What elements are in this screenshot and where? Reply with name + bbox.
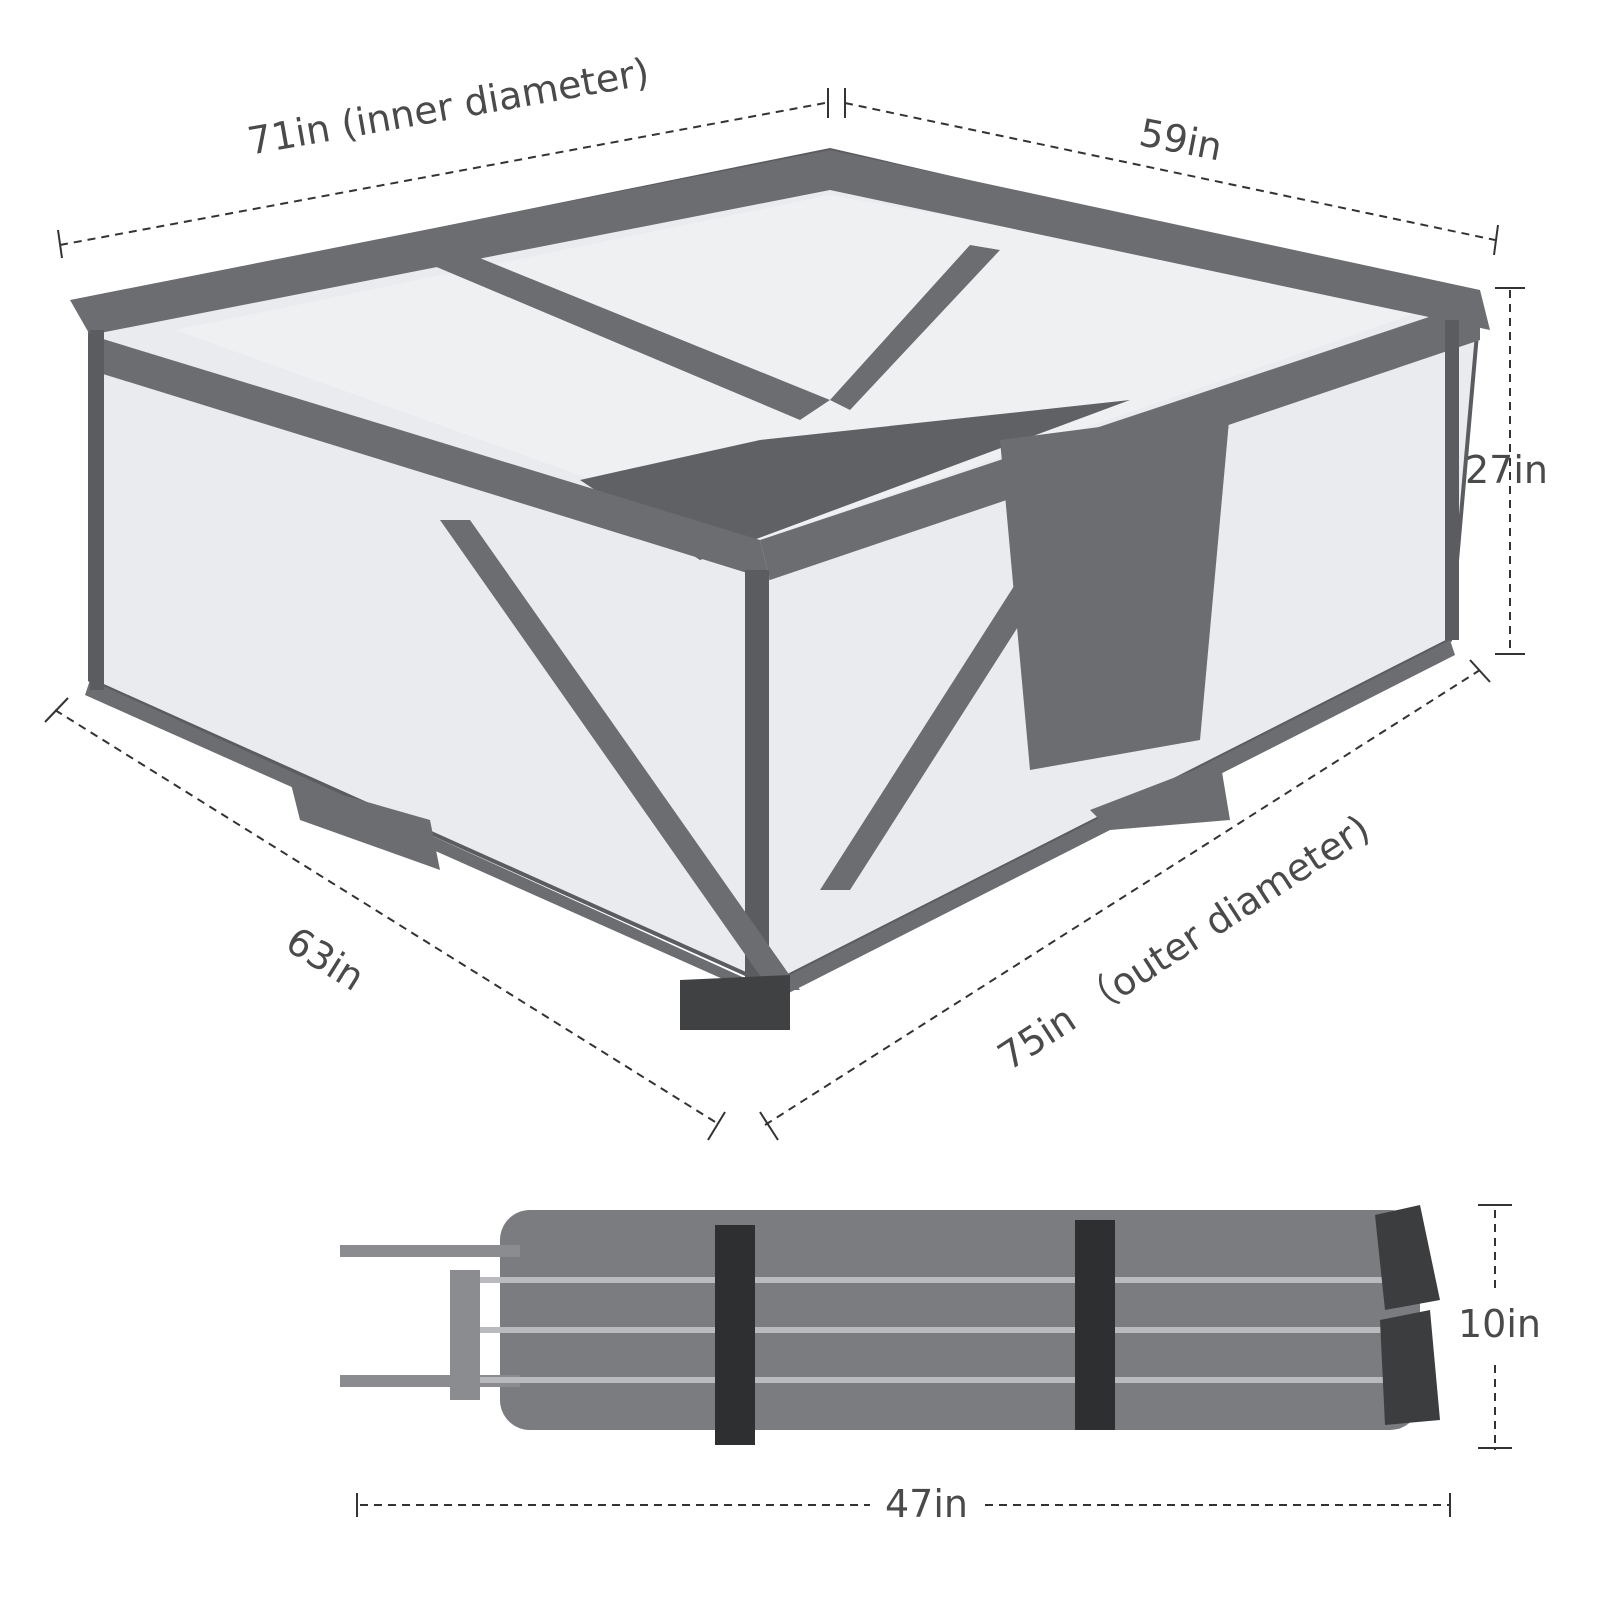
height-27-label: 27in	[1465, 448, 1548, 492]
dimension-ticks	[44, 88, 1525, 1517]
folded-length-label: 47in	[885, 1482, 968, 1526]
dimension-lines	[54, 102, 1511, 1506]
playpen-open	[70, 147, 1490, 1030]
folded-height-label: 10in	[1458, 1302, 1541, 1346]
playpen-folded	[340, 1205, 1440, 1445]
